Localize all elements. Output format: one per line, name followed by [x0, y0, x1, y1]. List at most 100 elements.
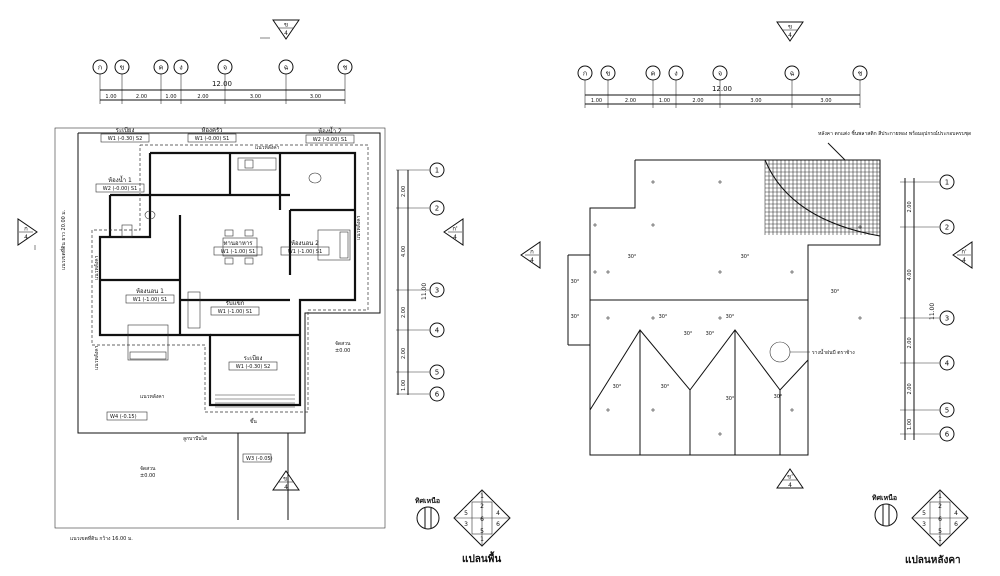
garden-label-2: จัดสวน — [140, 466, 156, 472]
slope-label: 30° — [613, 384, 622, 390]
section-sheet: 4 — [24, 234, 28, 241]
key-cell: 6 — [954, 521, 958, 528]
slope-label: 30° — [659, 314, 668, 320]
row-dim: 4.00 — [401, 246, 407, 257]
grid-row-label: 4 — [435, 327, 440, 335]
grid-row-bubble — [939, 402, 955, 418]
rp-row-dimensions: 2.004.002.002.001.00 — [907, 201, 913, 430]
section-letter: ก' — [961, 249, 967, 256]
stair-label: ขึ้น — [250, 416, 257, 425]
driveway-tag: W3 (-0.05) — [246, 456, 273, 462]
front-steps — [215, 394, 295, 408]
section-sheet: 4 — [788, 32, 792, 39]
grid-row-label: 2 — [945, 224, 949, 232]
roof-points — [593, 180, 862, 436]
roof-slope-labels: 30°30°30°30°30°30°30°30°30°30°30°30°30° — [571, 254, 840, 402]
grid-col-label: ฉ — [790, 70, 795, 78]
slope-label: 30° — [628, 254, 637, 260]
grid-row-bubble — [429, 162, 445, 178]
roof-plan-column-grid: กขคงจฉช — [577, 65, 868, 108]
section-marker — [272, 19, 300, 40]
column-dim: 3.00 — [750, 98, 761, 104]
section-letter: ข — [788, 24, 792, 31]
grid-col-label: ค — [159, 64, 164, 72]
section-marker — [776, 468, 804, 489]
row-dim: 1.00 — [401, 380, 407, 391]
grid-row-label: 4 — [945, 360, 950, 368]
room-name-porch-back: ระเบียง — [116, 126, 135, 134]
row-dim: 2.00 — [401, 348, 407, 359]
grid-row-bubble — [429, 364, 445, 380]
key-cell: 5 — [480, 528, 484, 535]
slope-label: 30° — [726, 314, 735, 320]
key-cell: 1 — [480, 493, 484, 500]
section-letter: ข — [284, 22, 288, 29]
key-cell: 4 — [954, 510, 958, 517]
column-dim: 1.00 — [105, 94, 116, 100]
grid-row-bubble — [429, 282, 445, 298]
grid-row-bubble — [429, 386, 445, 402]
slope-label: 30° — [831, 289, 840, 295]
room-name-porch-front: ระเบียง — [244, 354, 263, 362]
closet-label-3: แนวหลังคา — [356, 215, 362, 240]
grid-col-label: ง — [674, 70, 677, 78]
room-name-bath2: ห้องน้ำ 2 — [318, 125, 342, 135]
grid-col-label: ข — [120, 64, 125, 72]
slope-label: 30° — [706, 331, 715, 337]
grid-col-label: ก — [98, 64, 102, 72]
fp-overall-width: 12.00 — [212, 80, 232, 88]
garden-level-1: ±0.00 — [335, 348, 350, 354]
key-cell: 1 — [938, 536, 942, 543]
floor-plan-title: แปลนพื้น — [462, 551, 501, 565]
closet-label-1: แนวหลังคา — [94, 255, 100, 280]
slope-label: 30° — [571, 279, 580, 285]
key-cell: 6 — [938, 516, 942, 523]
grid-row-bubble — [939, 355, 955, 371]
key-cell: 4 — [496, 510, 500, 517]
room-name-living: รับแขก — [226, 300, 245, 307]
grid-row-label: 6 — [945, 431, 950, 439]
rp-overall-width: 12.00 — [712, 85, 732, 93]
slope-label: 30° — [571, 314, 580, 320]
column-dim: 3.00 — [820, 98, 831, 104]
slope-label: 30° — [684, 331, 693, 337]
section-sheet: 4 — [962, 257, 966, 264]
key-cell: 3 — [922, 521, 926, 528]
row-dim: 2.00 — [907, 201, 913, 212]
section-letter: ข' — [787, 474, 793, 481]
row-dim: 1.00 — [907, 419, 913, 430]
slope-label: 30° — [726, 396, 735, 402]
row-dim: 4.00 — [907, 269, 913, 280]
grid-row-label: 6 — [435, 391, 440, 399]
grid-row-label: 3 — [945, 315, 949, 323]
room-tag-bath1: W2 (-0.00) S1 — [103, 186, 138, 192]
column-dim: 1.00 — [659, 98, 670, 104]
slope-label: 30° — [774, 394, 783, 400]
gutter-note: รางน้ำฝนบี ตราช้าง — [812, 347, 855, 356]
grid-col-label: จ — [223, 64, 227, 72]
grid-row-label: 3 — [435, 287, 439, 295]
row-dim: 2.00 — [401, 186, 407, 197]
room-name-bed1: ห้องนอน 1 — [136, 288, 164, 295]
closet-label-2: แนวหลังคา — [94, 345, 100, 370]
floor-plan-column-grid: กขคงจฉช — [92, 59, 353, 104]
column-dim: 1.00 — [591, 98, 602, 104]
grid-row-label: 5 — [435, 369, 439, 377]
column-dim: 2.00 — [197, 94, 208, 100]
column-dim: 2.00 — [625, 98, 636, 104]
roof-plan-north-arrow: ทิศเหนือ — [872, 494, 898, 527]
room-tag-bed1: W1 (-1.00) S1 — [133, 297, 168, 303]
grid-col-label: ข — [606, 70, 611, 78]
wash-tag: W4 (-0.15) — [110, 414, 137, 420]
section-marker — [520, 241, 541, 269]
key-cell: 2 — [480, 503, 484, 510]
column-dim: 1.00 — [165, 94, 176, 100]
